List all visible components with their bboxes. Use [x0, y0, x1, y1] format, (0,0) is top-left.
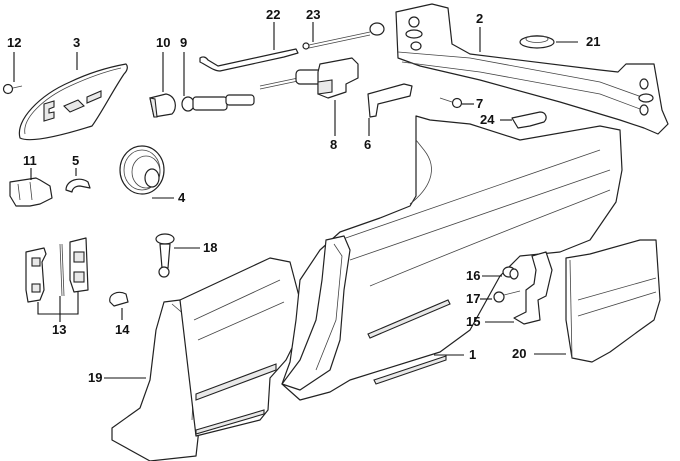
callout-4: 4	[178, 190, 186, 205]
callout-23: 23	[306, 7, 321, 22]
callout-16: 16	[466, 268, 481, 283]
callout-15: 15	[466, 314, 481, 329]
part-9-locking-pin[interactable]	[181, 94, 255, 112]
callout-20: 20	[512, 346, 527, 361]
callout-12: 12	[7, 35, 22, 50]
part-24-retainer[interactable]	[511, 111, 547, 129]
part-10-cap[interactable]	[149, 93, 176, 118]
part-3-fuel-flap[interactable]	[18, 63, 128, 141]
callout-7: 7	[476, 96, 484, 111]
part-1-side-panel[interactable]	[281, 115, 623, 401]
callout-17: 17	[466, 291, 481, 306]
callout-10: 10	[156, 35, 171, 50]
part-12-screw[interactable]	[2, 83, 23, 95]
part-5-clip[interactable]	[65, 178, 91, 193]
callout-21: 21	[586, 34, 601, 49]
part-15-bracket[interactable]	[513, 251, 553, 325]
part-6-bracket[interactable]	[367, 83, 413, 118]
part-4-grommet[interactable]	[119, 145, 165, 195]
callout-22: 22	[266, 7, 281, 22]
part-18-spreader-rivet[interactable]	[155, 233, 175, 278]
callout-2: 2	[476, 11, 484, 26]
part-21-plug[interactable]	[519, 35, 555, 49]
part-7-screw[interactable]	[439, 97, 463, 109]
part-22-rod[interactable]	[199, 48, 299, 72]
part-19-pillar-panel[interactable]	[111, 257, 301, 461]
callout-11: 11	[23, 153, 37, 168]
callout-24: 24	[480, 112, 495, 127]
callout-9: 9	[180, 35, 188, 50]
callout-3: 3	[73, 35, 81, 50]
callout-18: 18	[203, 240, 218, 255]
callout-8: 8	[330, 137, 338, 152]
callout-19: 19	[88, 370, 103, 385]
callout-14: 14	[115, 322, 130, 337]
part-2-rear-crossmember[interactable]	[395, 3, 669, 135]
part-11-holder[interactable]	[9, 177, 53, 207]
callout-6: 6	[364, 137, 372, 152]
leader-lines	[13, 22, 578, 379]
part-8-actuator[interactable]	[259, 57, 359, 99]
part-17-screw[interactable]	[493, 290, 521, 303]
callout-1: 1	[469, 347, 477, 362]
part-23-cable[interactable]	[302, 22, 385, 50]
callout-13: 13	[52, 322, 67, 337]
part-13-hinge-set[interactable]	[25, 237, 89, 322]
part-16-expanding-nut[interactable]	[502, 266, 519, 280]
callout-5: 5	[72, 153, 80, 168]
part-20-rear-panel-section[interactable]	[565, 239, 661, 363]
part-14-clip[interactable]	[109, 291, 129, 307]
